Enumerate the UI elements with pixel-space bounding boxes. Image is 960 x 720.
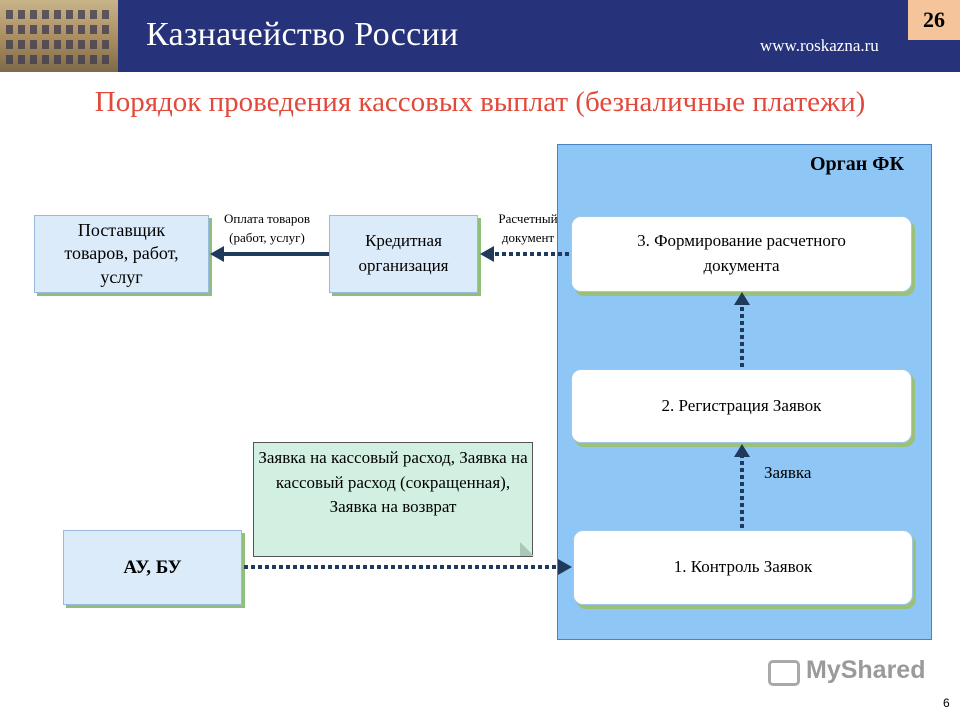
application-label: Заявка xyxy=(764,463,812,482)
building-window xyxy=(90,10,97,19)
settlement-doc-label: Расчетный документ xyxy=(498,211,558,245)
watermark-icon xyxy=(768,660,800,686)
building-window xyxy=(6,10,13,19)
page-badge: 26 xyxy=(908,0,960,40)
building-window xyxy=(54,25,61,34)
building-window xyxy=(78,10,85,19)
building-window xyxy=(42,40,49,49)
building-window xyxy=(102,10,109,19)
supplier-label: Поставщик товаров, работ, услуг xyxy=(64,219,179,287)
au-bu-box: АУ, БУ xyxy=(63,530,242,605)
building-window xyxy=(18,40,25,49)
step1-box: 1. Контроль Заявок xyxy=(573,530,913,605)
supplier-box: Поставщик товаров, работ, услуг xyxy=(34,215,209,293)
au-bu-to-step1-arrowhead xyxy=(558,559,572,575)
application-note: Заявка на кассовый расход, Заявка на кас… xyxy=(253,442,533,557)
building-window xyxy=(102,55,109,64)
building-window xyxy=(30,10,37,19)
au-bu-label: АУ, БУ xyxy=(123,556,182,578)
credit-org-label: Кредитная организация xyxy=(358,231,449,275)
fk-label: Орган ФК xyxy=(810,153,904,175)
building-window xyxy=(90,40,97,49)
building-window xyxy=(18,10,25,19)
watermark-text: MyShared xyxy=(806,656,926,684)
slide-title: Порядок проведения кассовых выплат (безн… xyxy=(94,86,866,118)
building-window xyxy=(6,55,13,64)
step3-box: 3. Формирование расчетного документа xyxy=(571,216,912,292)
building-window xyxy=(30,55,37,64)
step3-label: 3. Формирование расчетного документа xyxy=(637,231,846,275)
building-window xyxy=(6,25,13,34)
building-window xyxy=(78,40,85,49)
building-window xyxy=(90,55,97,64)
building-window xyxy=(66,25,73,34)
payment-label: Оплата товаров (работ, услуг) xyxy=(223,211,310,245)
header-title: Казначейство России xyxy=(146,16,459,53)
header-url: www.roskazna.ru xyxy=(760,36,879,55)
building-window xyxy=(18,55,25,64)
building-photo xyxy=(0,0,118,72)
building-window xyxy=(42,10,49,19)
page-number: 6 xyxy=(943,696,950,710)
settlement-arrowhead xyxy=(480,246,494,262)
building-window xyxy=(6,40,13,49)
building-window xyxy=(102,40,109,49)
header-bar: Казначейство России www.roskazna.ru xyxy=(0,0,960,72)
building-window xyxy=(54,40,61,49)
building-window xyxy=(90,25,97,34)
building-window xyxy=(18,25,25,34)
building-window xyxy=(102,25,109,34)
step1-to-step2-arrowhead xyxy=(734,444,750,457)
payment-arrowhead xyxy=(210,246,224,262)
building-window xyxy=(54,55,61,64)
building-window xyxy=(30,40,37,49)
building-window xyxy=(30,25,37,34)
credit-org-box: Кредитная организация xyxy=(329,215,478,293)
step2-label: 2. Регистрация Заявок xyxy=(661,395,822,415)
building-window xyxy=(78,25,85,34)
building-window xyxy=(78,55,85,64)
step2-to-step3-arrowhead xyxy=(734,292,750,305)
step1-label: 1. Контроль Заявок xyxy=(673,557,813,577)
building-window xyxy=(66,55,73,64)
building-window xyxy=(66,40,73,49)
building-window xyxy=(54,10,61,19)
note-fold xyxy=(520,542,534,556)
step2-box: 2. Регистрация Заявок xyxy=(571,369,912,443)
building-window xyxy=(66,10,73,19)
application-note-text: Заявка на кассовый расход, Заявка на кас… xyxy=(258,448,528,517)
building-window xyxy=(42,25,49,34)
building-window xyxy=(42,55,49,64)
